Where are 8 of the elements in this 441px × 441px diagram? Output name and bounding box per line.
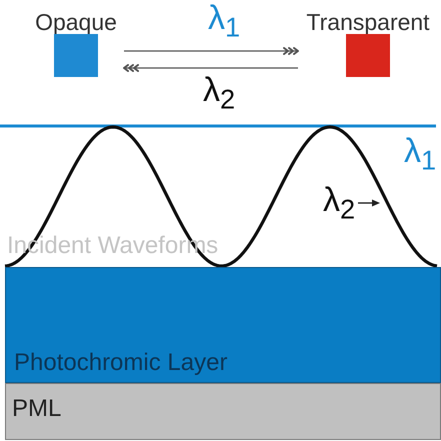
layer-band	[5, 383, 441, 440]
layer-label: Photochromic Layer	[14, 351, 228, 375]
wavelength-label: λ$_{2}$	[323, 183, 356, 217]
layer-label: PML	[12, 397, 62, 421]
layer-band	[5, 267, 441, 383]
state-heading: Opaque	[35, 10, 117, 34]
state-heading: Transparent	[306, 10, 430, 34]
wavelength-label: λ$_{1}$	[404, 134, 436, 168]
